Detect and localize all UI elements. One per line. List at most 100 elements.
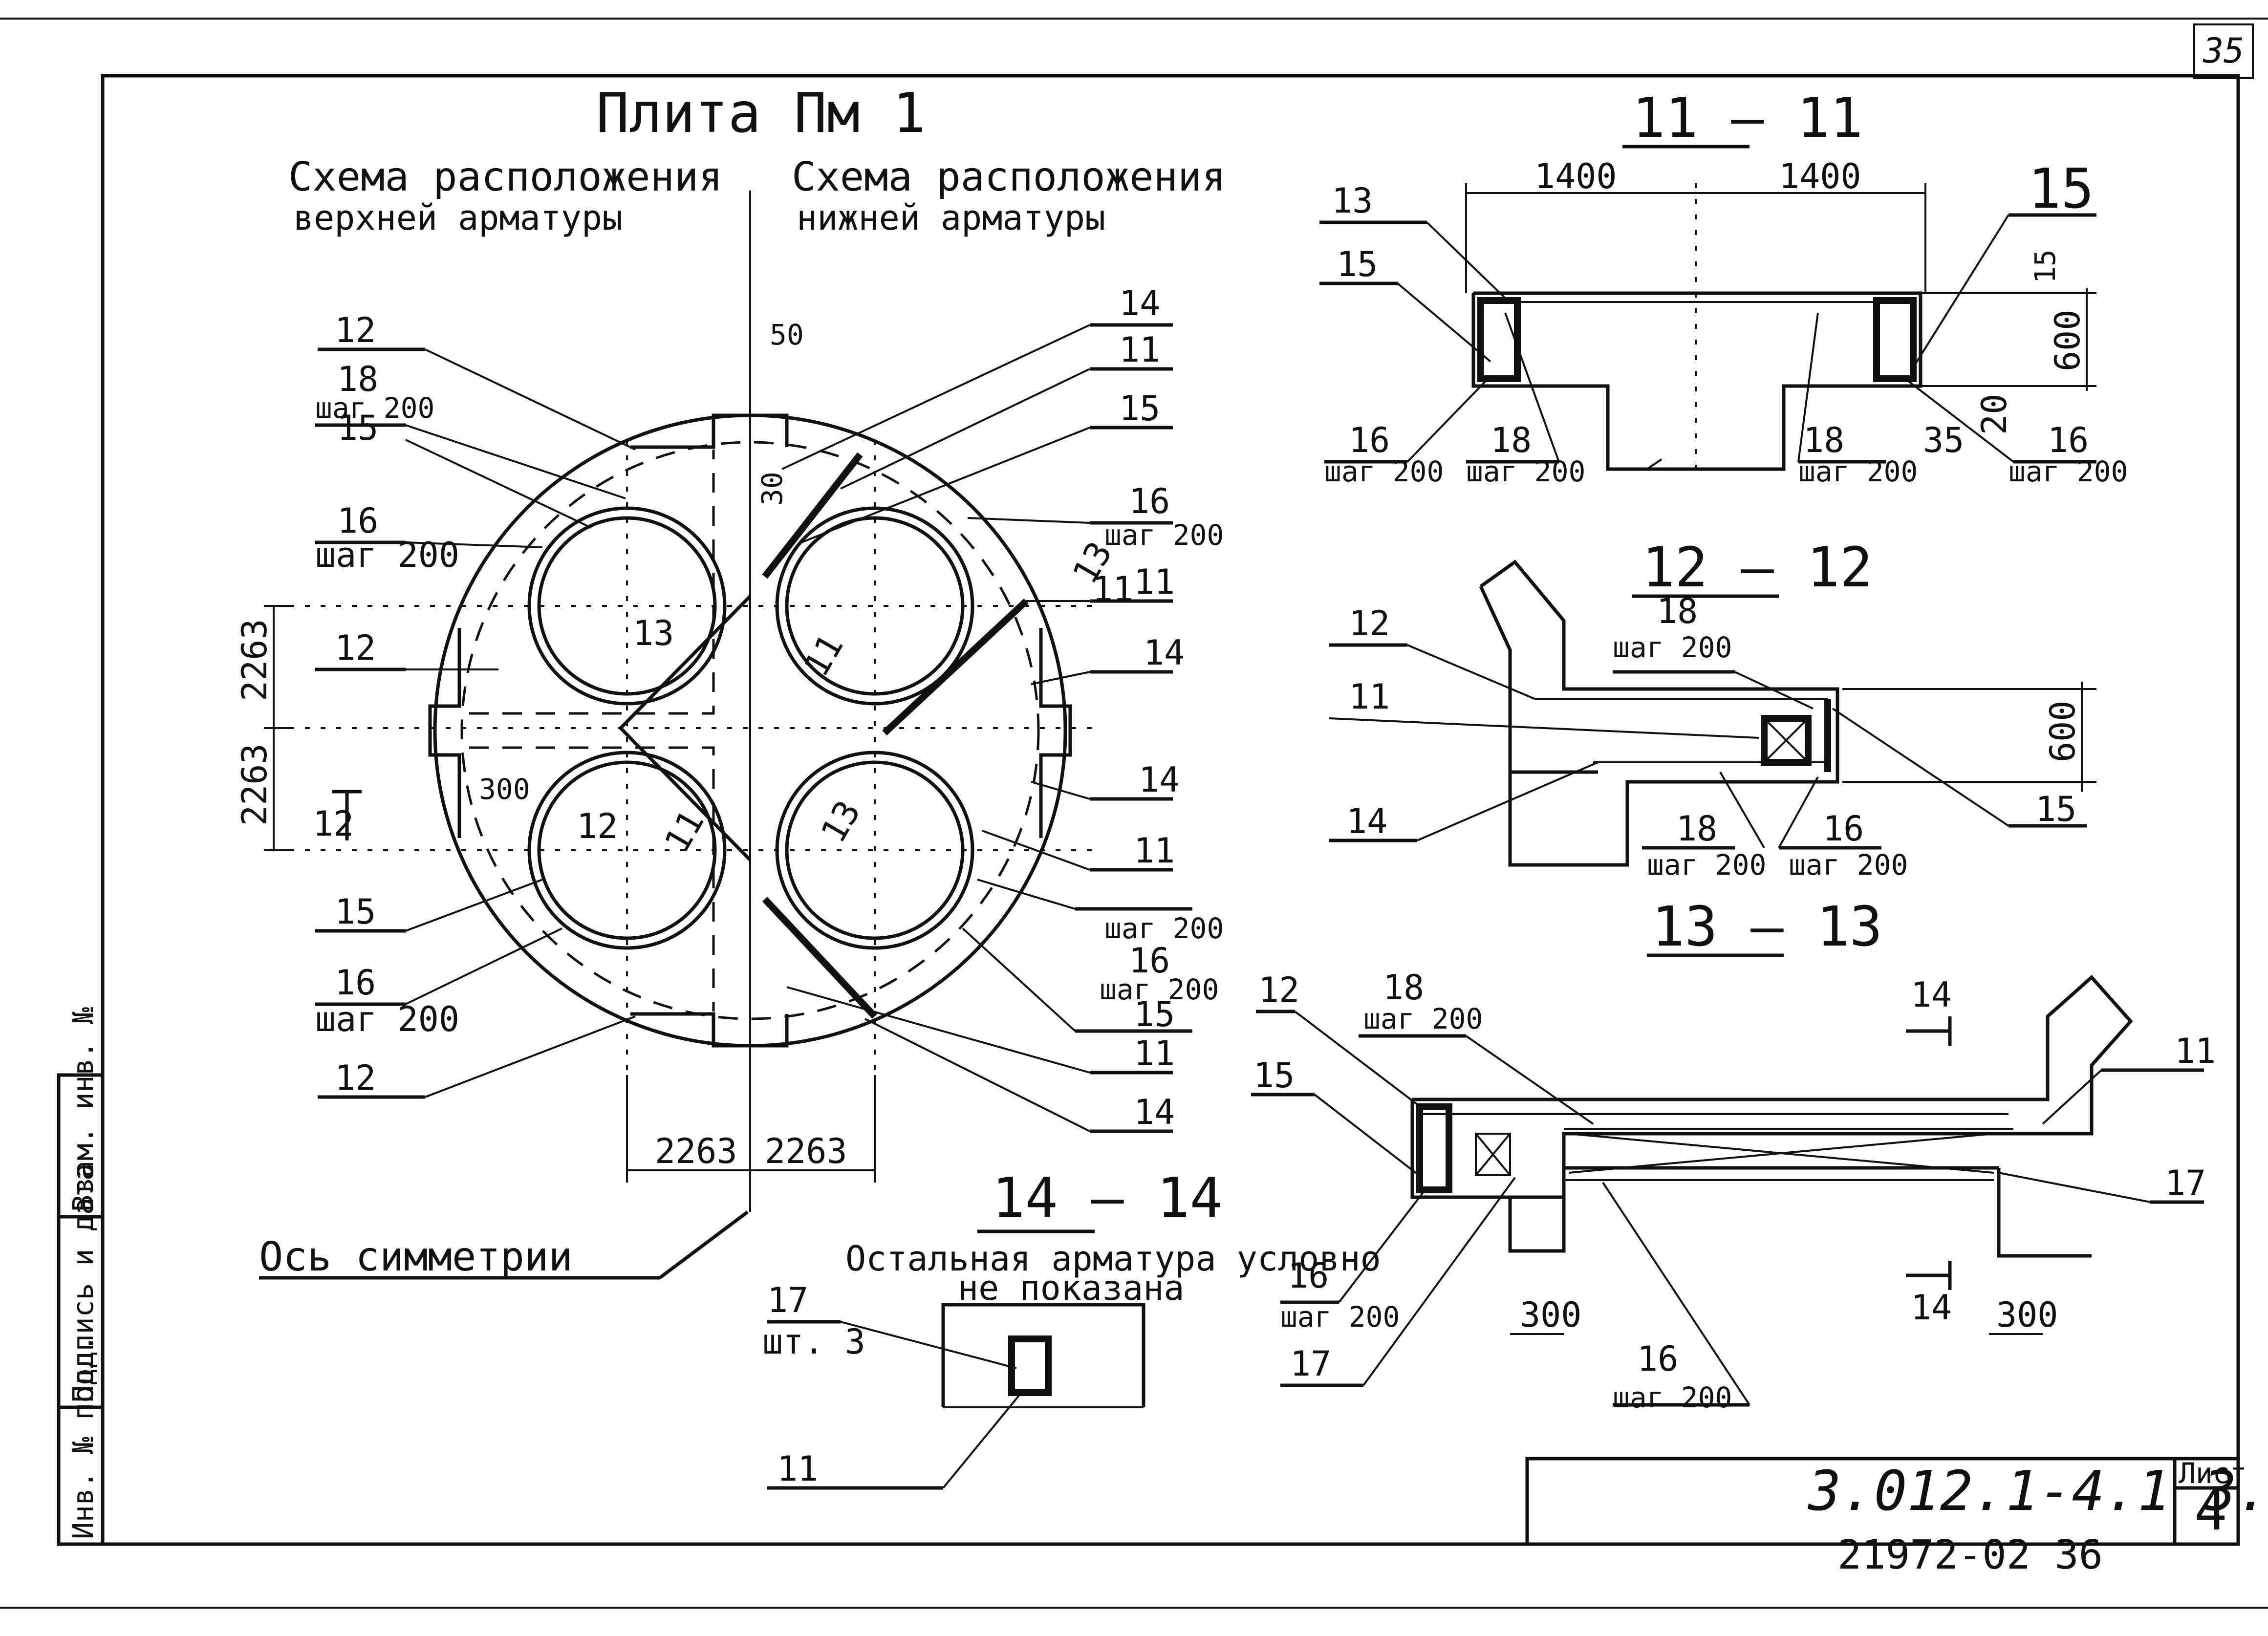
dim-600-b: 600 — [2043, 701, 2083, 762]
callout-14-b: 14 — [1144, 633, 1185, 673]
s12-label-18-bottom-step: шаг 200 — [1647, 848, 1766, 882]
callout-11-d: 11 — [1134, 1033, 1175, 1074]
plan-right-callouts: 14 11 15 16 шаг 200 11 14 14 11 шаг 200 … — [781, 283, 1224, 1133]
s12-label-12: 12 — [1349, 603, 1390, 644]
s13-label-18: 18 — [1383, 968, 1424, 1008]
callout-16-b: 16 — [1129, 941, 1170, 981]
plan-title: Плита Пм 1 — [596, 82, 926, 145]
dim-v-2263-b: 2263 — [235, 743, 275, 826]
section-14-title: 14 — 14 — [992, 1166, 1223, 1230]
s12-label-14: 14 — [1346, 801, 1387, 841]
callout-11-c: 11 — [1134, 831, 1175, 871]
callout-16-a: 16 — [1129, 481, 1170, 521]
section-12-outline — [1479, 560, 1839, 867]
callout-16-bottom: 16 — [335, 963, 376, 1003]
dim-20: 20 — [1974, 394, 2014, 435]
callout-14-d: 14 — [1134, 1092, 1175, 1132]
s11-label-13: 13 — [1332, 181, 1373, 221]
side-stamp: Инв. № подл. Подпись и дата Взам. инв. № — [57, 1007, 105, 1546]
s11-label-15-left: 15 — [1337, 244, 1378, 284]
callout-16-bottom-step: шаг 200 — [315, 999, 459, 1039]
opening-top-left — [527, 506, 727, 706]
callout-12-top: 12 — [335, 310, 376, 350]
dim-1400-a: 1400 — [1534, 156, 1617, 196]
s12-label-18-bottom: 18 — [1676, 809, 1717, 849]
rib-outline-left — [428, 628, 461, 838]
s12-label-16-step: шаг 200 — [1789, 848, 1908, 882]
stamp-podpis: Подпись и дата — [66, 1163, 100, 1402]
dim-300-a: 300 — [1520, 1295, 1581, 1335]
s11-label-18-right: 18 — [1803, 420, 1844, 460]
section-14-note-2: не показана — [958, 1268, 1185, 1308]
dim-1400-b: 1400 — [1779, 156, 1861, 196]
dim-50: 50 — [770, 318, 804, 351]
s13-label-18-step: шаг 200 — [1363, 1002, 1483, 1035]
section-14-note-1: Остальная арматура условно — [845, 1239, 1381, 1279]
section-12-12: 12 — 12 600 12 18 шаг 200 11 14 18 шаг 2… — [1329, 536, 2096, 882]
s13-label-16-left: 16 — [1288, 1256, 1329, 1296]
s11-label-16-right: 16 — [2048, 420, 2089, 460]
s11-label-16-right-step: шаг 200 — [2009, 455, 2128, 488]
opening-top-left-inner — [537, 516, 717, 696]
s13-label-16-left-step: шаг 200 — [1280, 1300, 1400, 1334]
s12-label-16: 16 — [1823, 809, 1864, 849]
callout-16-top-step: шаг 200 — [315, 535, 459, 575]
section-mark-13-top: 13 — [633, 613, 674, 653]
callout-16-top: 16 — [337, 501, 378, 541]
upper-heading-2: верхней арматуры — [293, 198, 623, 238]
s13-label-17-right: 17 — [2165, 1163, 2206, 1203]
symmetry-axis-label: Ось симметрии — [259, 1234, 573, 1280]
dim-600-a: 600 — [2048, 310, 2088, 371]
callout-15-bottom: 15 — [335, 892, 376, 932]
dim-35: 35 — [1923, 420, 1964, 460]
dim-300-b: 300 — [1996, 1295, 2058, 1335]
s13-label-16-bottom: 16 — [1637, 1339, 1678, 1379]
section-mark-11-right: 11 — [1092, 569, 1133, 609]
diag-bar-3 — [762, 897, 878, 1019]
s13-label-11: 11 — [2175, 1031, 2216, 1071]
section-12-title: 12 — 12 — [1642, 536, 1873, 600]
callout-16-b-step: шаг 200 — [1100, 973, 1219, 1006]
s12-label-15: 15 — [2035, 789, 2076, 829]
section-14-outline — [941, 1303, 1145, 1407]
lower-heading-2: нижней арматуры — [797, 198, 1105, 238]
s14-label-17: 17 — [767, 1280, 808, 1320]
sheet-frame — [101, 74, 2240, 1546]
title-block: 3.012.1-4.1 3.000 Лист 4 21972-02 36 — [1525, 1457, 2268, 1578]
s13-cut-14-bottom: 14 — [1911, 1288, 1952, 1328]
s13-cut-14-top: 14 — [1911, 975, 1952, 1015]
s12-label-18-top-step: шаг 200 — [1613, 631, 1732, 664]
rib-dashed-2 — [469, 746, 715, 1012]
s11-label-18-left: 18 — [1490, 420, 1532, 460]
section-14-14: 14 — 14 Остальная арматура условно не по… — [762, 1166, 1381, 1490]
callout-step-a: шаг 200 — [1104, 912, 1224, 945]
callout-18: 18 — [337, 359, 378, 399]
dim-300: 300 — [479, 773, 530, 806]
section-mark-13-bottom: 13 — [813, 794, 868, 849]
chevron-bar — [618, 595, 752, 861]
s11-label-16-left-step: шаг 200 — [1324, 455, 1444, 488]
callout-12-mid: 12 — [335, 628, 376, 668]
plan-view: Плита Пм 1 Схема расположения верхней ар… — [235, 82, 1226, 1280]
s13-label-16-bottom-step: шаг 200 — [1613, 1381, 1732, 1414]
callout-12-bottom: 12 — [335, 1058, 376, 1098]
drawing-code: 3.012.1-4.1 3.000 — [1808, 1460, 2268, 1523]
plan-left-callouts: 12 18 шаг 200 15 16 шаг 200 12 15 16 шаг… — [315, 310, 636, 1099]
stamp-inv-podl: Инв. № подл. — [66, 1335, 100, 1539]
section-13-13: 13 — 13 300 300 12 18 шаг 200 15 16 шаг … — [1251, 895, 2216, 1414]
s13-label-15: 15 — [1253, 1055, 1295, 1096]
section-11-title: 11 — 11 — [1632, 86, 1863, 150]
section-13-title: 13 — 13 — [1652, 895, 1882, 959]
page-number: 35 — [2203, 31, 2244, 71]
page-number-box — [2193, 23, 2254, 79]
s11-label-18-left-step: шаг 200 — [1466, 455, 1585, 488]
rib-outline-right — [1039, 628, 1072, 838]
callout-11-b: 11 — [1134, 562, 1175, 602]
callout-14-c: 14 — [1139, 760, 1180, 800]
rib-dashed — [469, 450, 715, 715]
callout-11-a: 11 — [1119, 330, 1160, 370]
rib-outline-top — [630, 413, 789, 449]
list-label: Лист — [2179, 1457, 2247, 1490]
s13-label-12: 12 — [1258, 970, 1299, 1010]
